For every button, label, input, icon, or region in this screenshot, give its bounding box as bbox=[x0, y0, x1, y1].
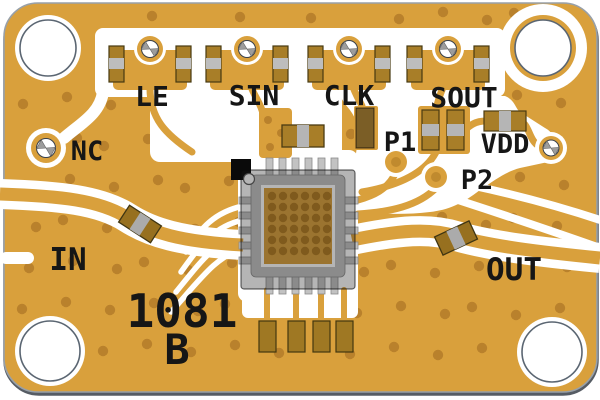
drill-marker-icon bbox=[339, 40, 359, 58]
drill-marker-icon bbox=[36, 139, 56, 157]
label-out: OUT bbox=[486, 252, 542, 288]
label-sin: SIN bbox=[229, 79, 280, 112]
mounting-hole-top-left bbox=[15, 15, 81, 81]
testpoint-nc bbox=[26, 128, 66, 168]
via-p1 bbox=[381, 147, 411, 177]
capacitor-above-ic bbox=[281, 124, 325, 148]
drill-marker-icon bbox=[140, 40, 160, 58]
drill-marker-icon bbox=[438, 40, 458, 58]
qfn-fingers bbox=[238, 157, 359, 295]
mounting-holes bbox=[15, 15, 587, 387]
mounting-hole-bottom-right bbox=[517, 317, 587, 387]
drill-marker-icon bbox=[237, 40, 257, 58]
label-clk: CLK bbox=[324, 79, 375, 112]
trace-le bbox=[146, 84, 196, 156]
qfn-thermal-vias bbox=[267, 191, 332, 256]
label-sout: SOUT bbox=[430, 81, 497, 114]
resistor-clk bbox=[354, 106, 378, 150]
left-edge-notch bbox=[0, 252, 34, 264]
label-p2: P2 bbox=[461, 165, 494, 196]
trace-sout-to-ic bbox=[358, 146, 441, 196]
ic-corner-via bbox=[242, 172, 256, 186]
rf-out-capacitor bbox=[433, 220, 479, 256]
testpoint-group-sin bbox=[205, 33, 289, 90]
passive-components bbox=[117, 106, 527, 353]
via-p2 bbox=[421, 162, 451, 192]
label-vdd: VDD bbox=[481, 129, 530, 160]
testpoint-group-clk bbox=[307, 33, 391, 90]
label-p1: P1 bbox=[384, 127, 417, 158]
connector-groups bbox=[108, 33, 490, 90]
label-revision: B bbox=[164, 325, 189, 374]
mounting-hole-bottom-left bbox=[15, 316, 85, 386]
testpoint-vdd bbox=[535, 132, 567, 164]
resistor-pair-sout bbox=[418, 106, 470, 154]
bottom-caps-opening bbox=[242, 286, 358, 318]
resistor-vdd bbox=[483, 110, 527, 132]
label-in: IN bbox=[49, 242, 86, 278]
testpoint-group-le bbox=[108, 33, 192, 90]
bottom-decoupling-caps bbox=[258, 320, 354, 353]
rf-in-capacitor bbox=[117, 204, 163, 244]
label-le: LE bbox=[135, 80, 169, 113]
top-connector-opening bbox=[95, 28, 505, 97]
label-part-number: 1081 bbox=[127, 284, 238, 338]
drill-marker-icon bbox=[542, 140, 560, 156]
nc-branch-clearance bbox=[58, 86, 109, 144]
ic-body-overlay bbox=[240, 169, 356, 290]
trace-p2-to-ic bbox=[354, 184, 440, 218]
silkscreen-labels: LE SIN CLK SOUT NC P1 VDD P2 IN OUT 1081… bbox=[49, 79, 542, 374]
mounting-hole-top-right bbox=[510, 15, 576, 81]
right-ground-relief-1 bbox=[466, 181, 600, 224]
testpoint-group-sout bbox=[406, 33, 490, 90]
ic-qfn bbox=[231, 157, 359, 295]
label-nc: NC bbox=[71, 136, 104, 167]
